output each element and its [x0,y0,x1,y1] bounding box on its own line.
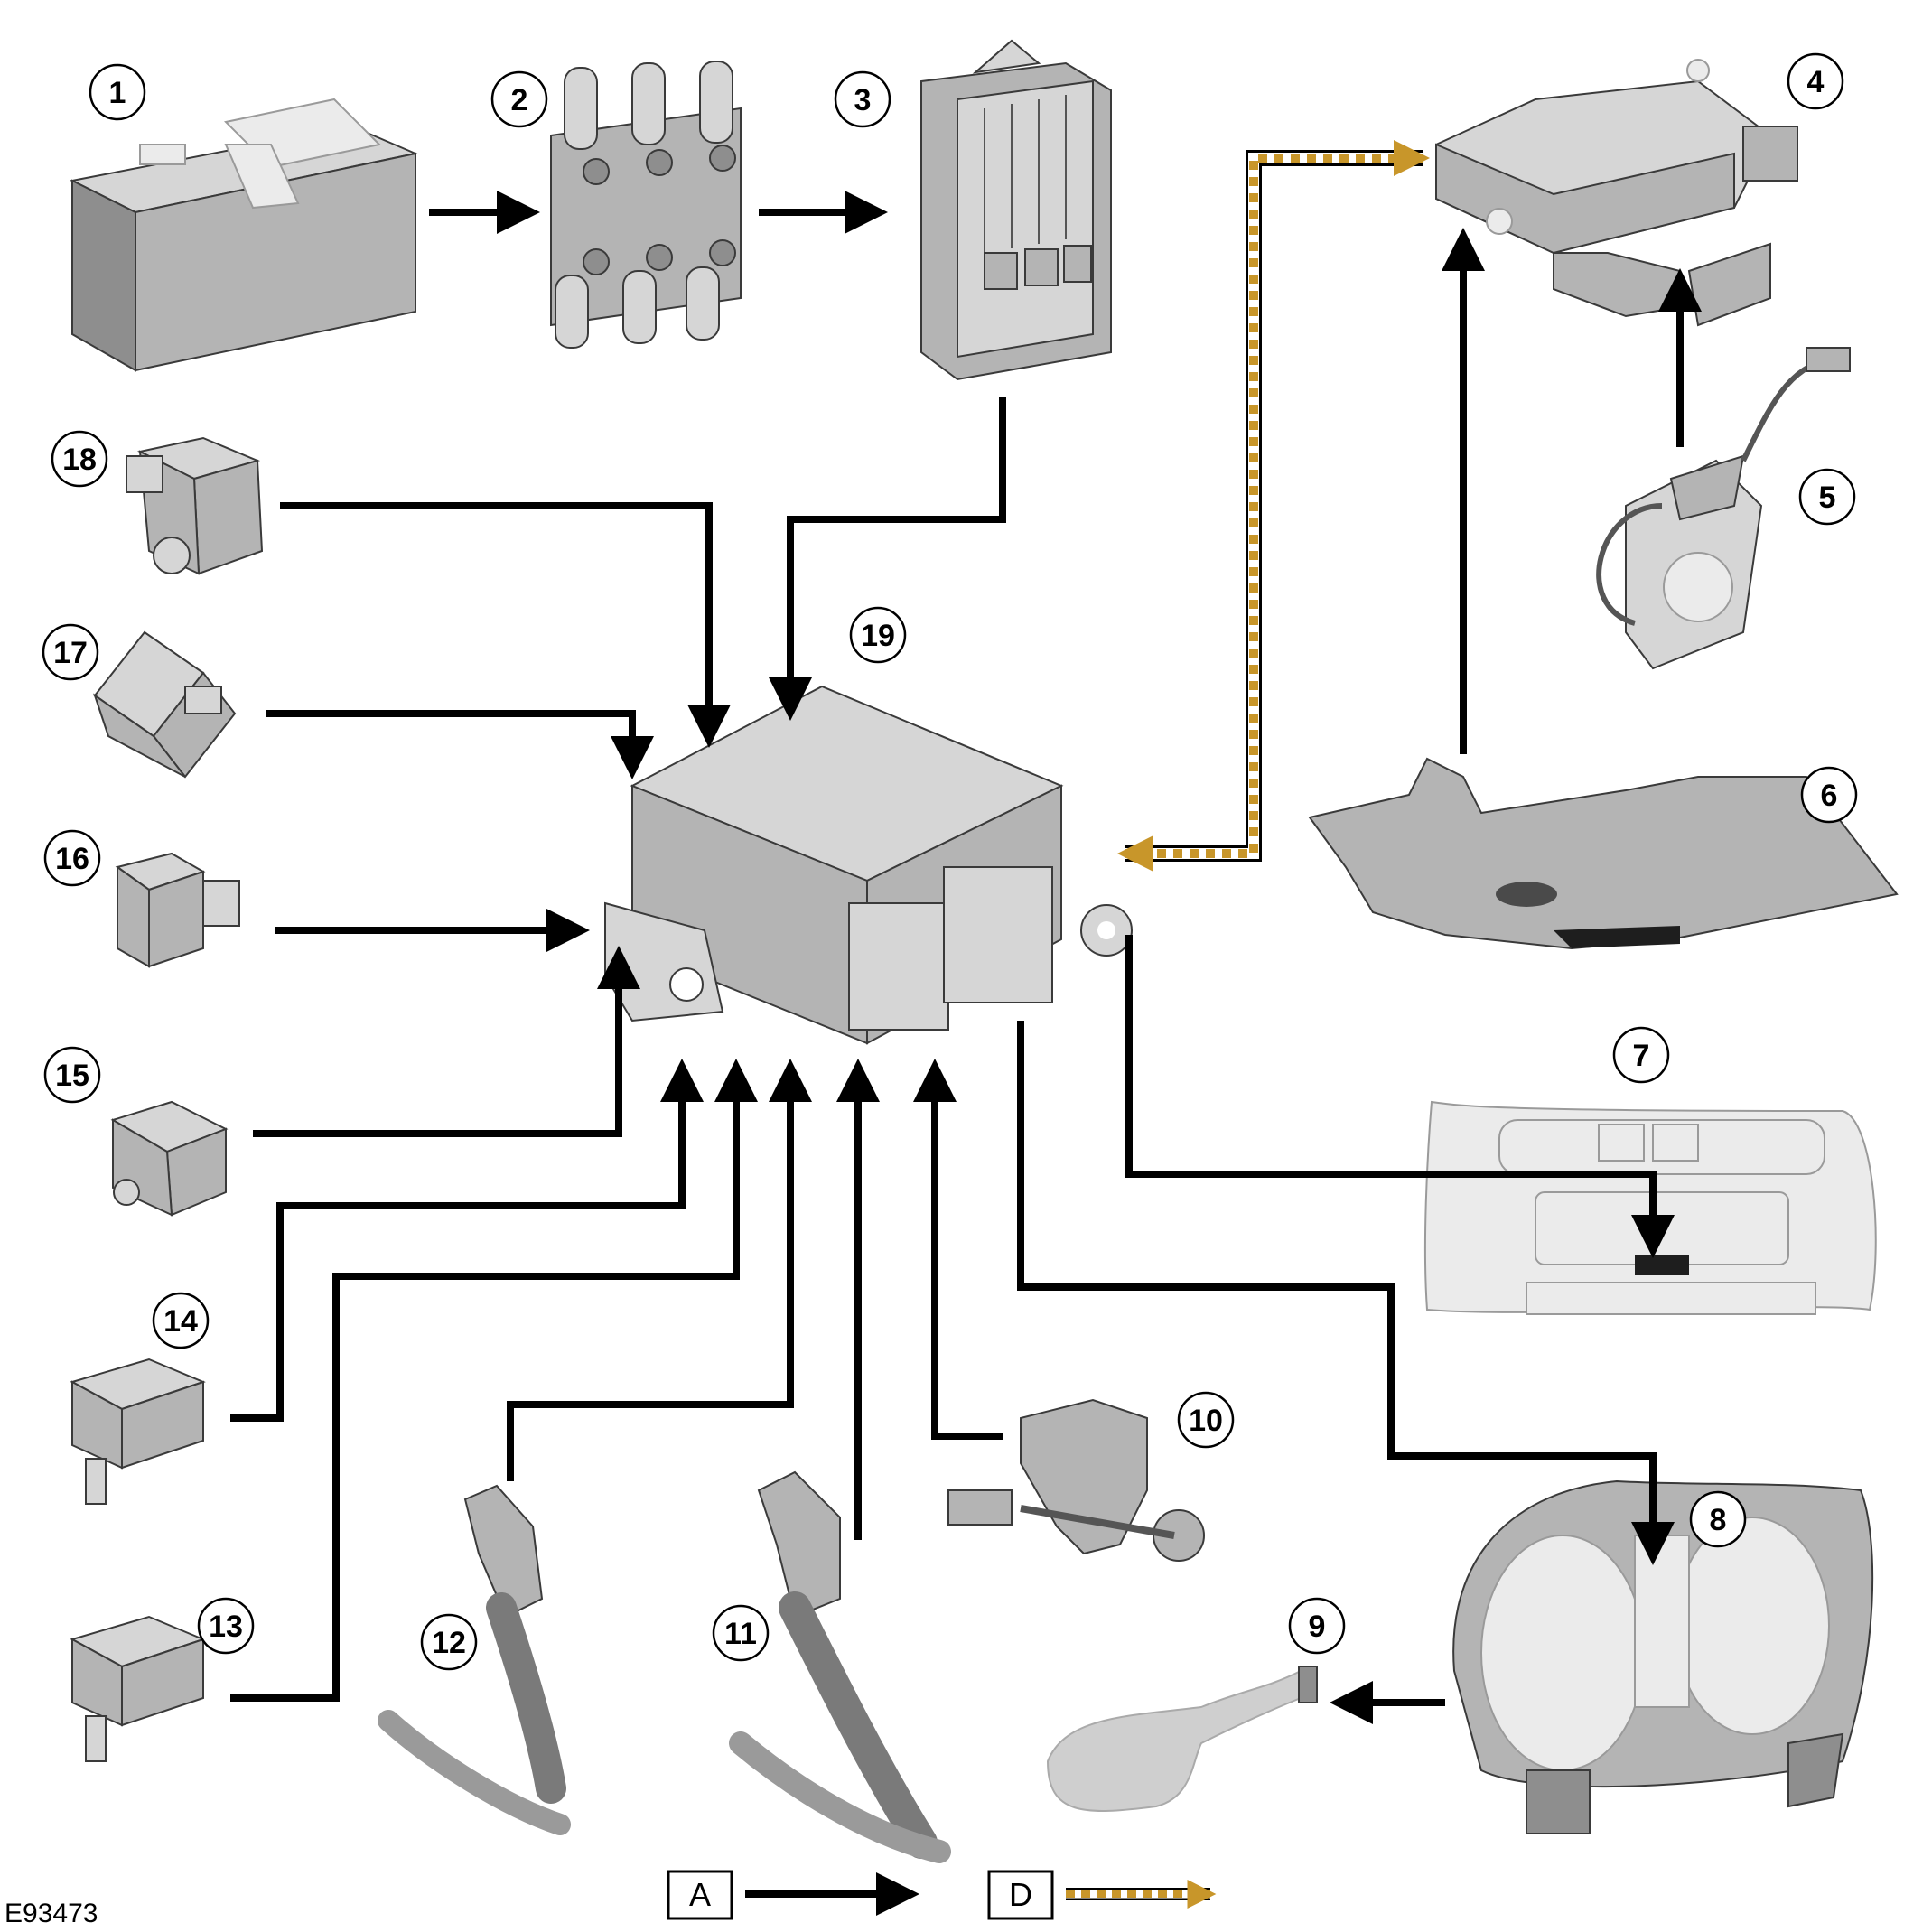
link-buckle-12 [507,1059,812,1481]
callout-11: 11 [712,1604,770,1662]
svg-text:8: 8 [1710,1503,1727,1537]
callout-10: 10 [1177,1391,1235,1449]
component-instrument-cluster [1452,1479,1874,1834]
component-sensor-17 [93,630,237,779]
component-sensor-16 [115,852,240,968]
network-link-module-to-control [1116,140,1430,872]
callout-13: 13 [197,1597,255,1655]
component-central-module [604,685,1133,1045]
legend-box-a: A [667,1870,733,1920]
callout-3: 3 [834,70,891,128]
component-seatbelt-buckle-right [729,1470,951,1863]
callout-4: 4 [1787,52,1844,110]
svg-text:3: 3 [854,83,872,117]
callout-1: 1 [89,63,146,121]
link-switch-10 [913,1059,1003,1440]
callout-18: 18 [51,430,108,488]
callout-12: 12 [420,1613,478,1671]
link-sensor-18 [280,502,731,748]
component-switch-assembly [947,1398,1205,1562]
component-sensor-13 [70,1615,206,1762]
link-module-to-console [1125,935,1675,1258]
callout-15: 15 [43,1046,101,1104]
svg-text:14: 14 [163,1304,198,1339]
callout-2: 2 [490,70,548,128]
component-fuse-block [550,61,742,349]
callout-5: 5 [1798,468,1856,526]
link-module-to-cluster [1017,1021,1675,1565]
link-sensor-17 [266,710,654,779]
svg-text:17: 17 [53,636,88,670]
svg-text:1: 1 [109,76,126,110]
svg-text:6: 6 [1821,779,1838,813]
svg-text:11: 11 [724,1617,757,1651]
figure-reference: E93473 [5,1899,98,1928]
svg-text:13: 13 [209,1610,243,1644]
callout-17: 17 [42,623,99,681]
component-sensor-15 [110,1100,229,1217]
callout-7: 7 [1612,1026,1670,1084]
component-sensor-14 [70,1358,206,1505]
callout-14: 14 [152,1292,210,1349]
svg-text:10: 10 [1189,1404,1223,1438]
link-sensor-13 [230,1059,758,1702]
component-seatbelt-buckle-left [378,1484,571,1835]
svg-text:19: 19 [861,619,895,653]
svg-text:7: 7 [1633,1039,1650,1073]
svg-text:12: 12 [432,1626,466,1660]
legend-box-a-label: A [689,1876,711,1913]
legend-box-d-label: D [1009,1876,1032,1913]
component-fuse-box [920,39,1112,381]
callout-8: 8 [1689,1490,1747,1548]
svg-text:2: 2 [511,83,528,117]
svg-text:4: 4 [1807,65,1825,99]
svg-text:16: 16 [55,842,89,876]
callout-6: 6 [1800,766,1858,824]
component-flex-circuit [1046,1666,1318,1812]
svg-text:18: 18 [62,443,97,477]
svg-text:5: 5 [1819,481,1836,515]
component-control-module [1435,59,1798,327]
component-sensor-with-lead [1596,347,1851,670]
component-battery [69,98,419,372]
link-fuse-box-to-module [769,397,1006,721]
callout-16: 16 [43,829,101,887]
component-sensor-18 [126,436,264,575]
svg-text:9: 9 [1309,1610,1326,1644]
component-sensor-mat [1308,757,1899,950]
svg-text:15: 15 [55,1059,89,1093]
link-sensor-14 [230,1059,704,1422]
callout-19: 19 [849,606,907,664]
link-sensor-15 [253,946,640,1137]
callout-9: 9 [1288,1597,1346,1655]
legend-box-d: D [987,1870,1054,1920]
